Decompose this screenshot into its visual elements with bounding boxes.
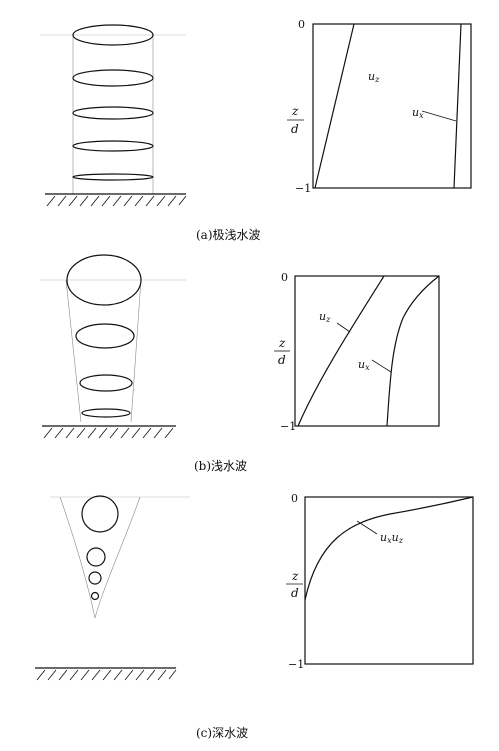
panel-b-uz-leader xyxy=(336,322,351,333)
panel-a-uz-curve xyxy=(314,23,355,189)
panel-a-seabed-hatch xyxy=(46,195,187,207)
panel-a-plot-frame xyxy=(312,23,472,189)
panel-a-ux-leader xyxy=(421,110,457,122)
panel-c-orbit-1 xyxy=(81,495,119,533)
panel-b-plot-frame xyxy=(294,275,440,427)
panel-b-orbits xyxy=(40,254,186,439)
panel-b-orbit-1 xyxy=(66,254,142,306)
panel-b-ux-label: ux xyxy=(358,358,370,372)
panel-b-seabed-hatch xyxy=(43,427,174,439)
panel-b-velocity-plot: 0 −1 z d uz ux xyxy=(274,271,440,433)
panel-b-guide-left xyxy=(65,279,82,423)
panel-c-envelope-left xyxy=(59,496,96,619)
panel-b-orbit-3 xyxy=(79,374,133,392)
panel-b-axis-d: d xyxy=(278,353,286,367)
panel-a-orbit-4 xyxy=(72,140,154,152)
panel-b-orbit-4 xyxy=(81,408,131,418)
panel-c-uxuz-curve xyxy=(304,496,474,601)
panel-a-axis-d: d xyxy=(291,122,299,136)
panel-b-ux-curve xyxy=(386,275,440,427)
panel-b-tick-bottom: −1 xyxy=(280,420,296,433)
panel-a-ux-label: ux xyxy=(412,106,424,120)
panel-b-axis-z: z xyxy=(278,336,286,350)
panel-b-ux-leader xyxy=(371,359,392,373)
panel-b-orbit-2 xyxy=(75,323,135,349)
panel-c-axis-d: d xyxy=(291,586,299,600)
panel-c-envelope-right xyxy=(94,496,141,619)
panel-c-tick-bottom: −1 xyxy=(288,658,304,671)
panel-a-tick-bottom: −1 xyxy=(295,182,311,195)
panel-b-tick-top: 0 xyxy=(281,271,288,284)
panel-a-ux-curve xyxy=(453,23,462,189)
panel-c-axis-z: z xyxy=(291,569,299,583)
panel-a-orbit-5 xyxy=(72,173,154,181)
panel-a-uz-label: uz xyxy=(368,70,380,84)
panel-a-orbit-2 xyxy=(72,69,154,87)
panel-b-uz-curve xyxy=(297,275,385,427)
panel-a-orbit-1 xyxy=(72,24,154,46)
panel-c-leader xyxy=(356,520,378,535)
panel-a-orbit-3 xyxy=(72,106,154,120)
panel-c-seabed-hatch xyxy=(36,669,177,681)
panel-c-orbit-2 xyxy=(86,547,106,567)
panel-b-guide-right xyxy=(130,279,142,423)
panel-c-orbits xyxy=(35,495,190,681)
panel-c-uxuz-label: uxuz xyxy=(380,531,404,545)
panel-a-orbits xyxy=(40,24,187,207)
panel-a-tick-top: 0 xyxy=(298,18,305,31)
panel-a-axis-z: z xyxy=(291,104,299,118)
panel-c-orbit-4 xyxy=(90,591,100,601)
panel-c-tick-top: 0 xyxy=(291,492,298,505)
caption-panel-a: (a)极浅水波 xyxy=(196,228,261,242)
panel-c-orbit-3 xyxy=(88,571,102,585)
panel-b-uz-label: uz xyxy=(319,310,331,324)
caption-panel-c: (c)深水波 xyxy=(196,726,249,740)
panel-c-velocity-plot: 0 −1 z d uxuz xyxy=(286,492,474,671)
panel-c-plot-frame xyxy=(304,496,474,665)
caption-panel-b: (b)浅水波 xyxy=(194,459,248,473)
panel-a-velocity-plot: 0 −1 z d uz ux xyxy=(287,18,472,195)
